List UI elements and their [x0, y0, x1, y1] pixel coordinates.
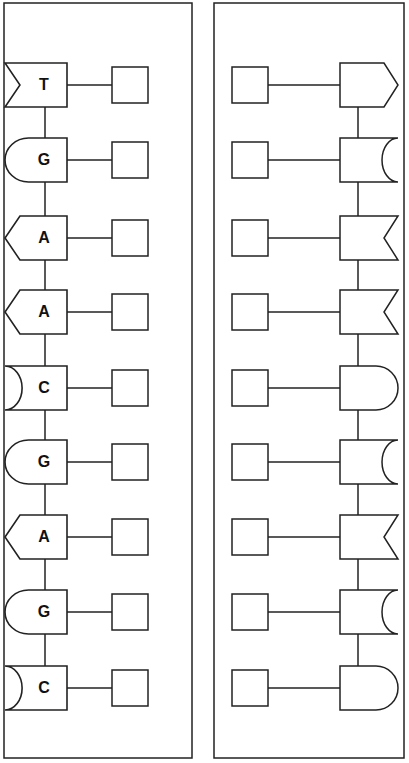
- link-line: [268, 687, 340, 689]
- base-shape: [340, 138, 398, 182]
- backbone-line: [357, 634, 359, 666]
- backbone-line: [44, 182, 46, 216]
- backbone-line: [44, 484, 46, 515]
- backbone-line: [44, 260, 46, 290]
- base-outline: [5, 440, 67, 484]
- base-letter: G: [5, 590, 67, 634]
- sugar-square: [112, 67, 148, 103]
- base-shape: [5, 216, 67, 260]
- base-shape: [340, 216, 398, 260]
- base-shape: [340, 590, 398, 634]
- sugar-square: [112, 370, 148, 406]
- backbone-line: [357, 410, 359, 440]
- link-line: [63, 84, 112, 86]
- base-letter: C: [5, 666, 67, 710]
- backbone-line: [44, 634, 46, 666]
- base-letter: A: [5, 515, 67, 559]
- backbone-line: [44, 334, 46, 366]
- base-letter: C: [5, 366, 67, 410]
- base-box: A: [5, 216, 67, 260]
- base-outline: [5, 290, 67, 334]
- sugar-square: [232, 444, 268, 480]
- link-line: [268, 237, 340, 239]
- link-line: [63, 159, 112, 161]
- sugar-square: [112, 142, 148, 178]
- base-letter: A: [5, 216, 67, 260]
- backbone-line: [357, 484, 359, 515]
- base-shape: [5, 590, 67, 634]
- base-shape: [5, 366, 67, 410]
- backbone-line: [44, 410, 46, 440]
- base-letter: G: [5, 138, 67, 182]
- link-line: [268, 611, 340, 613]
- link-line: [63, 237, 112, 239]
- link-line: [268, 461, 340, 463]
- backbone-line: [357, 182, 359, 216]
- sugar-square: [232, 594, 268, 630]
- base-shape: [340, 666, 398, 710]
- link-line: [63, 687, 112, 689]
- base-box: G: [5, 440, 67, 484]
- base-box: C: [5, 666, 67, 710]
- base-shape: [340, 515, 398, 559]
- link-line: [63, 461, 112, 463]
- sugar-square: [112, 519, 148, 555]
- sugar-square: [232, 220, 268, 256]
- link-line: [268, 84, 340, 86]
- link-line: [268, 536, 340, 538]
- base-box: G: [5, 138, 67, 182]
- link-line: [268, 159, 340, 161]
- base-box: G: [5, 590, 67, 634]
- base-shape: [340, 63, 398, 107]
- base-outline: [5, 666, 67, 710]
- base-box: A: [5, 290, 67, 334]
- base-box: A: [5, 515, 67, 559]
- link-line: [63, 536, 112, 538]
- base-outline: [5, 63, 67, 107]
- base-letter: G: [5, 440, 67, 484]
- sugar-square: [112, 444, 148, 480]
- base-shape: [340, 366, 398, 410]
- backbone-line: [44, 559, 46, 590]
- base-letter: T: [5, 63, 67, 107]
- base-shape: [5, 440, 67, 484]
- sugar-square: [112, 294, 148, 330]
- base-outline: [5, 216, 67, 260]
- sugar-square: [232, 142, 268, 178]
- sugar-square: [232, 294, 268, 330]
- left-strand-outline: [4, 3, 192, 758]
- sugar-square: [112, 220, 148, 256]
- base-box: T: [5, 63, 67, 107]
- link-line: [63, 611, 112, 613]
- base-shape: [5, 515, 67, 559]
- base-shape: [340, 440, 398, 484]
- link-line: [63, 311, 112, 313]
- base-shape: [5, 138, 67, 182]
- link-line: [268, 387, 340, 389]
- link-line: [268, 311, 340, 313]
- base-outline: [5, 590, 67, 634]
- base-shape: [5, 666, 67, 710]
- base-outline: [5, 515, 67, 559]
- backbone-line: [357, 334, 359, 366]
- sugar-square: [232, 67, 268, 103]
- backbone-line: [357, 260, 359, 290]
- backbone-line: [357, 107, 359, 138]
- base-shape: [340, 290, 398, 334]
- sugar-square: [232, 370, 268, 406]
- right-strand-outline: [214, 3, 404, 758]
- sugar-square: [232, 519, 268, 555]
- base-box: C: [5, 366, 67, 410]
- sugar-square: [112, 594, 148, 630]
- link-line: [63, 387, 112, 389]
- base-letter: A: [5, 290, 67, 334]
- sugar-square: [112, 670, 148, 706]
- backbone-line: [357, 559, 359, 590]
- base-shape: [5, 63, 67, 107]
- base-shape: [5, 290, 67, 334]
- backbone-line: [44, 107, 46, 138]
- base-outline: [5, 138, 67, 182]
- sugar-square: [232, 670, 268, 706]
- base-outline: [5, 366, 67, 410]
